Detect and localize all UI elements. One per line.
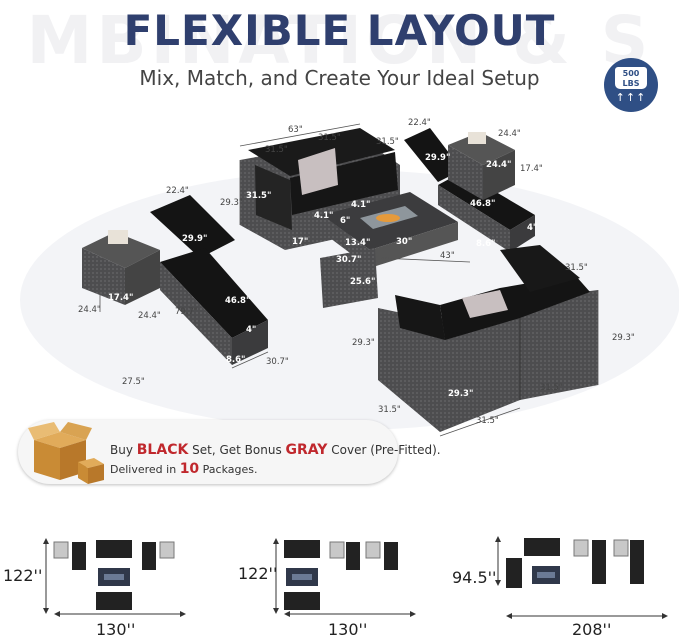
loveseat — [240, 128, 400, 250]
promo-gray: GRAY — [285, 442, 328, 458]
dim-corner-right-height: 29.3" — [612, 333, 635, 343]
promo-text: Delivered in — [110, 463, 180, 476]
promo-line-1: Buy BLACK Set, Get Bonus GRAY Cover (Pre… — [110, 442, 441, 458]
layout-option-3: 94.5'' 208'' — [452, 528, 678, 639]
promo-packages: 10 — [179, 461, 200, 477]
promo-banner: Buy BLACK Set, Get Bonus GRAY Cover (Pre… — [18, 420, 441, 484]
dim-loveseat-half-left: 31.5" — [265, 145, 288, 155]
promo-text: Set, Get Bonus — [188, 443, 286, 457]
promo-line-2: Delivered in 10 Packages. — [110, 461, 258, 477]
dim-right-lounger-back: 29.9" — [425, 153, 450, 163]
dim-left-lounger-cushion: 4" — [246, 325, 256, 335]
weight-capacity-badge: 500 LBS ↑↑↑ — [604, 58, 658, 112]
dim-left-side-table-d: 24.4" — [78, 305, 101, 315]
layout-1-width: 130'' — [96, 620, 136, 639]
dim-loveseat-side: 31.5" — [376, 137, 399, 147]
dim-left-end-table-w: 22.4" — [166, 186, 189, 196]
dim-right-lounger-length: 46.8" — [470, 199, 495, 209]
dimension-lines — [99, 123, 599, 437]
badge-unit: LBS — [622, 79, 640, 88]
dim-table-gap: 6" — [340, 216, 350, 226]
dim-loveseat-cushion: 4.1" — [314, 211, 334, 221]
dim-loveseat-width: 63" — [288, 125, 303, 135]
dim-corner-left-height: 29.3" — [352, 338, 375, 348]
dim-right-lounger-height: 8.6" — [476, 239, 496, 249]
layout-1-diagram — [43, 538, 186, 617]
dim-left-side-table-w: 24.4" — [138, 311, 161, 321]
promo-text: Cover (Pre-Fitted). — [327, 443, 441, 457]
layout-2-height: 122'' — [238, 564, 278, 583]
weight-capacity-icon: 500 LBS — [615, 67, 647, 89]
dim-corner-front: 31.5" — [540, 383, 563, 393]
dim-right-side-table-w: 24.4" — [498, 129, 521, 139]
background-watermark-text: MBINATION & S — [26, 2, 653, 79]
dim-left-lounger-height: 8.6" — [226, 355, 246, 365]
right-side-table — [448, 132, 515, 200]
page-subtitle: Mix, Match, and Create Your Ideal Setup — [139, 66, 540, 90]
dim-left-lounger-total: 79.7" — [175, 307, 198, 317]
dim-table-cushion: 4.1" — [351, 200, 371, 210]
layout-3-diagram — [495, 536, 668, 619]
layout-option-1: 122'' 130'' — [0, 528, 226, 639]
promo-black: BLACK — [136, 442, 189, 458]
dim-corner-inner-height: 29.3" — [448, 389, 473, 399]
left-side-table — [82, 230, 160, 305]
dim-loveseat-height: 29.3" — [220, 198, 243, 208]
dim-right-lounger-w: 22.4" — [408, 118, 431, 128]
dim-loveseat-half-right: 31.5" — [318, 133, 341, 143]
dim-corner-top-right: 31.5" — [565, 263, 588, 273]
dim-loveseat-depth: 31.5" — [246, 191, 271, 201]
dim-left-floor: 27.5" — [122, 377, 145, 387]
layout-2-diagram — [273, 538, 416, 617]
promo-text: Buy — [110, 443, 137, 457]
dim-right-side-table-d: 24.4" — [486, 160, 511, 170]
dim-table-side: 13.4" — [345, 238, 370, 248]
dim-loveseat-seat: 17" — [292, 237, 308, 247]
dim-table-length: 43" — [440, 251, 455, 261]
layout-3-width: 208'' — [572, 620, 612, 639]
dim-table-width: 30" — [396, 237, 412, 247]
promo-text: Packages. — [199, 463, 258, 476]
page-title: FLEXIBLE LAYOUT — [123, 6, 556, 55]
layout-1-height: 122'' — [3, 566, 43, 585]
dim-left-side-table-h: 17.4" — [108, 293, 133, 303]
layout-3-height: 94.5'' — [452, 568, 497, 587]
up-arrows-icon: ↑↑↑ — [615, 91, 647, 104]
dim-left-lounger-width: 30.7" — [266, 357, 289, 367]
dim-right-side-table-h: 17.4" — [520, 164, 543, 174]
decor-pillow — [298, 148, 338, 195]
dim-ottoman-height: 25.6" — [350, 277, 375, 287]
badge-weight: 500 — [622, 69, 640, 78]
dim-left-lounger-back: 29.9" — [182, 234, 207, 244]
corner-sectional — [378, 245, 598, 432]
shipping-box-icon — [28, 422, 104, 484]
dim-left-lounger-length: 46.8" — [225, 296, 250, 306]
ottoman — [320, 248, 378, 308]
layout-2-width: 130'' — [328, 620, 368, 639]
layout-option-2: 122'' 130'' — [234, 528, 460, 639]
dim-table-depth: 30.7" — [336, 255, 361, 265]
dim-right-lounger-cushion: 4" — [527, 223, 537, 233]
dim-corner-left-depth: 31.5" — [378, 405, 401, 415]
dim-corner-bottom: 31.5" — [476, 416, 499, 426]
decor-pillow-front — [462, 290, 508, 318]
furniture-scene: 63" 31.5" 31.5" 31.5" 31.5" 29.3" 17" 4.… — [20, 118, 679, 437]
left-lounger — [150, 195, 268, 365]
